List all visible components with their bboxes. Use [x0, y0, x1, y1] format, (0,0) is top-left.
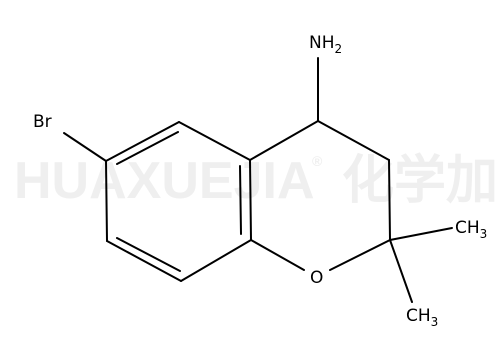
atom-methyl-lower: CH3 — [406, 306, 438, 329]
bond-c3-c2 — [388, 159, 391, 241]
bond-ring-inner-top-left — [116, 131, 179, 165]
atom-bromine: Br — [33, 112, 52, 132]
watermark: HUAXUEJIA ® 化学加 — [14, 152, 498, 210]
atom-methyl-upper: CH3 — [455, 218, 487, 241]
bond-ring-top-left — [105, 121, 180, 162]
watermark-cjk: 化学加 — [342, 152, 498, 210]
atom-labels: NH2 Br O CH3 CH3 — [33, 33, 487, 329]
bond-c2-methyl-lower — [389, 239, 413, 303]
bonds — [63, 57, 453, 303]
bond-o-c2 — [329, 239, 391, 271]
bond-ring-right — [249, 159, 252, 241]
bond-ring-top — [178, 121, 251, 161]
bond-ring-left — [105, 160, 108, 242]
bond-ring-bottom-right — [180, 239, 252, 282]
bond-ring-to-c4 — [249, 120, 319, 161]
bond-ring-to-o — [250, 239, 305, 271]
watermark-latin: HUAXUEJIA — [14, 152, 315, 210]
atom-amine: NH2 — [309, 33, 342, 56]
atom-oxygen: O — [310, 268, 323, 288]
bond-ring-bottom-left — [106, 240, 182, 282]
bond-c-br — [63, 132, 107, 162]
watermark-registered: ® — [312, 153, 323, 169]
bond-ring-inner-bottom — [116, 237, 181, 272]
bond-c2-methyl-upper — [389, 227, 453, 241]
bond-ring-inner-right — [239, 165, 242, 235]
bond-c4-c3 — [317, 120, 390, 161]
